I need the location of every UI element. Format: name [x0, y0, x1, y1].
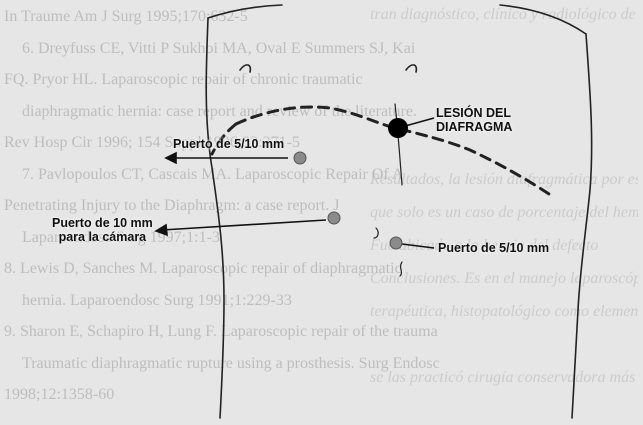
- left-chest-mark: [240, 65, 250, 72]
- xiphoid-mark: [400, 262, 402, 276]
- right-shoulder: [500, 5, 586, 34]
- port-camera-label: Puerto de 10 mm para la cámara: [52, 216, 153, 244]
- port-right-label-text: Puerto de 5/10 mm: [438, 241, 549, 255]
- port-marker-camera: [328, 212, 340, 224]
- lesion-label-line2: DIAFRAGMA: [436, 120, 512, 134]
- lesion-label-line1: LESIÓN DEL: [436, 106, 512, 120]
- arrow-left-port-head: [166, 153, 176, 163]
- umbilicus-mark: [374, 228, 378, 238]
- port-left-label-text: Puerto de 5/10 mm: [173, 137, 284, 151]
- port-marker-left: [294, 152, 306, 164]
- lesion-label: LESIÓN DEL DIAFRAGMA: [436, 106, 512, 134]
- lesion-marker: [388, 118, 408, 138]
- sternum-line: [395, 104, 402, 185]
- left-shoulder: [208, 5, 282, 18]
- port-camera-label-line1: Puerto de 10 mm: [52, 216, 153, 230]
- arrow-camera-port: [162, 220, 326, 230]
- port-right-label: Puerto de 5/10 mm: [438, 241, 549, 255]
- right-chest-mark: [406, 65, 416, 72]
- body-outline-left: [206, 18, 224, 418]
- port-camera-label-line2: para la cámara: [52, 230, 153, 244]
- port-left-label: Puerto de 5/10 mm: [173, 137, 284, 151]
- arrow-right-port: [402, 244, 434, 248]
- body-outline-right: [572, 34, 592, 418]
- port-marker-right: [390, 237, 402, 249]
- arrow-camera-port-head: [156, 225, 167, 235]
